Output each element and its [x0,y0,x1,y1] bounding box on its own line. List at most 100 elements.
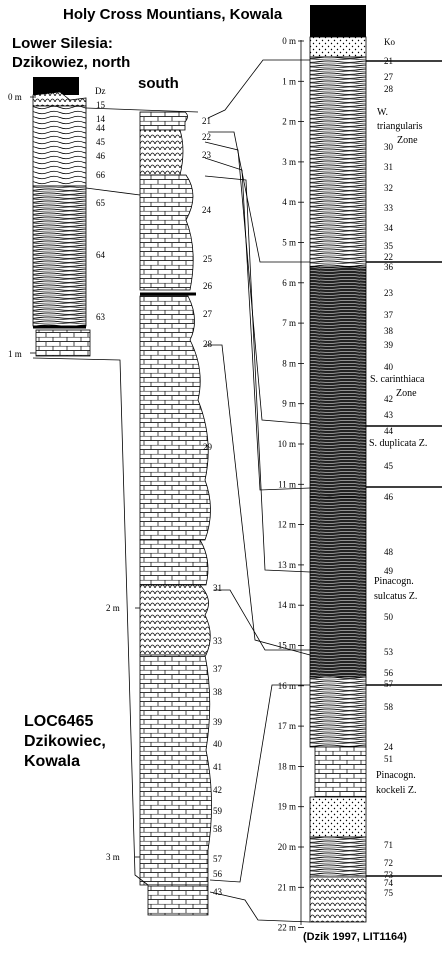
bed-number: 43 [213,887,223,897]
bed-number: 53 [384,647,394,657]
depth-label: 20 m [278,842,296,852]
bed-number: 66 [96,170,106,180]
bed-number: 28 [384,84,394,94]
bed-number: 32 [384,183,393,193]
bed-number: 27 [203,309,213,319]
bed-number: 34 [384,223,394,233]
depth-label: 3 m [282,157,296,167]
bed-number: 24 [384,742,394,752]
bed-number: 50 [384,612,394,622]
zone-label: Zone [397,135,418,146]
depth-label: 8 m [282,358,296,368]
bed-number: 23 [202,150,212,160]
bed-number: 74 [384,878,394,888]
depth-label: 19 m [278,802,296,812]
source-credit: (Dzik 1997, LIT1164) [303,931,407,943]
bed-number: 24 [202,205,212,215]
title-dzikowiez-north: Dzikowiez, north [12,54,130,71]
bed-number: 21 [202,116,211,126]
depth-label: 6 m [282,278,296,288]
depth-label: 1 m [282,76,296,86]
bed-number: 28 [203,339,213,349]
depth-label: 13 m [278,560,296,570]
bed-number: 41 [213,762,222,772]
bed-number: 21 [384,56,393,66]
bed-number: 37 [384,310,394,320]
depth-label: 7 m [282,318,296,328]
bed-number: 56 [213,869,223,879]
depth-label: 0 m [8,92,22,102]
zone-label: sulcatus Z. [374,591,417,602]
locality-label: LOC6465 Dzikowiec, Kowala [24,712,106,772]
zone-label: triangularis [377,121,423,132]
depth-label: 17 m [278,721,296,731]
bed-number: 46 [96,151,106,161]
bed-number: 30 [384,142,394,152]
kowala-section [298,5,442,928]
north-bed-wavy-upper [33,106,86,186]
depth-label: 5 m [282,238,296,248]
depth-label: 1 m [8,349,22,359]
bed-number: 27 [384,72,394,82]
bed-number: 56 [384,668,394,678]
bed-number: 42 [213,785,222,795]
bed-number: 71 [384,840,393,850]
zone-label: S. duplicata Z. [369,438,427,449]
bed-number: 39 [384,340,394,350]
bed-number: 22 [202,132,211,142]
bed-number: 29 [203,442,213,452]
depth-label: 3 m [106,852,120,862]
bed-number: 26 [203,281,213,291]
bed-number: 23 [384,288,394,298]
bed-number: 75 [384,888,394,898]
bed-number: 40 [384,362,394,372]
bed-number: 25 [203,254,213,264]
bed-number: 31 [384,162,393,172]
ko-header: Ko [384,37,395,47]
zone-label: Pinacogn. [374,576,414,587]
bed-number: 72 [384,858,393,868]
bed-number: 63 [96,312,106,322]
bed-number: 40 [213,739,223,749]
zone-label: S. carinthiaca [370,374,425,385]
zone-label: W. [377,107,388,118]
depth-label: 22 m [278,923,296,933]
bed-number: 46 [384,492,394,502]
bed-number: 33 [384,203,394,213]
depth-label: 0 m [282,36,296,46]
bed-number: 37 [213,664,223,674]
depth-label: 14 m [278,600,296,610]
bed-number: 42 [384,394,393,404]
bed-number: 45 [96,137,106,147]
depth-label: 11 m [278,479,296,489]
zone-label: kockeli Z. [376,785,417,796]
depth-label: 15 m [278,641,296,651]
bed-number: 38 [384,326,394,336]
bed-number: 15 [96,100,106,110]
north-section [30,77,90,356]
north-bed-shale [33,186,86,326]
title-holy-cross: Holy Cross Mountians, Kowala [63,6,282,23]
zone-labels: W.triangularisZoneS. carinthiacaZoneS. d… [369,107,427,796]
bed-number: 44 [384,426,394,436]
title-lower-silesia: Lower Silesia: [12,33,113,54]
depth-label: 12 m [278,520,296,530]
depth-label: 21 m [278,882,296,892]
north-bed-limestone-base [36,330,90,356]
bed-number: 65 [96,198,106,208]
bed-number: 44 [96,123,106,133]
depth-label: 10 m [278,439,296,449]
depth-label: 16 m [278,681,296,691]
depth-label: 2 m [282,117,296,127]
bed-number: 22 [384,252,393,262]
south-section [135,112,212,915]
bed-number: 36 [384,262,394,272]
bed-number: 58 [213,824,223,834]
bed-number: 48 [384,547,394,557]
bed-number: 39 [213,717,223,727]
bed-number: 64 [96,250,106,260]
bed-number: 49 [384,566,394,576]
zone-label: Zone [396,388,417,399]
bed-number: 45 [384,461,394,471]
